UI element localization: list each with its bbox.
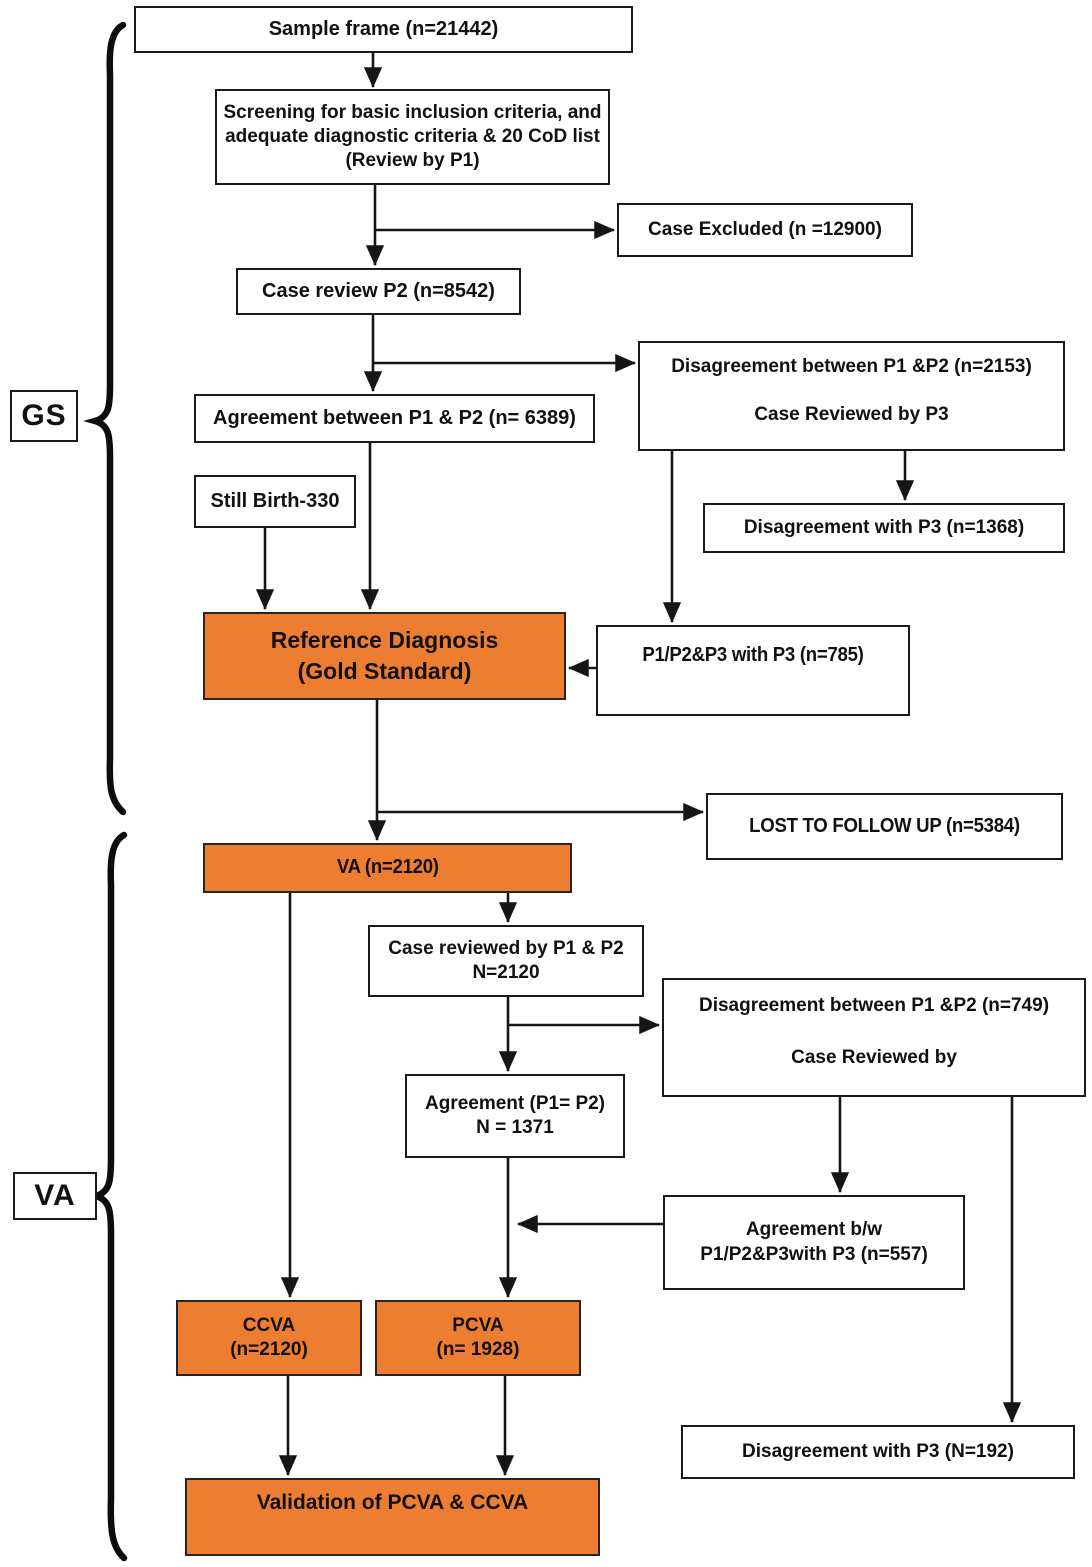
- node-line: N = 1371: [476, 1117, 554, 1138]
- node-reference-diagnosis: Reference Diagnosis (Gold Standard): [203, 612, 566, 700]
- node-line: Agreement b/w: [745, 1219, 883, 1241]
- node-line: Case Reviewed by: [791, 1047, 957, 1069]
- node-still-birth: Still Birth-330: [194, 475, 356, 528]
- node-disagreement-p1-p2-va: Disagreement between P1 &P2 (n=749) Case…: [662, 978, 1086, 1097]
- node-line: P1/P2&P3with P3 (n=557): [700, 1243, 928, 1265]
- node-agreement-p1-p2-gs: Agreement between P1 & P2 (n= 6389): [194, 394, 595, 443]
- node-line: PCVA: [452, 1314, 504, 1336]
- node-validation: Validation of PCVA & CCVA: [185, 1478, 600, 1556]
- gs-section-label: GS: [10, 390, 78, 442]
- node-lost-to-follow-up: LOST TO FOLLOW UP (n=5384): [706, 793, 1063, 860]
- node-va: VA (n=2120): [203, 843, 572, 893]
- node-case-review-p2: Case review P2 (n=8542): [236, 268, 521, 315]
- node-case-reviewed-va: Case reviewed by P1 & P2 N=2120: [368, 925, 644, 997]
- node-line: Case reviewed by P1 & P2: [388, 937, 624, 959]
- node-ccva: CCVA (n=2120): [176, 1300, 362, 1376]
- node-line: Disagreement between P1 &P2 (n=749): [698, 995, 1050, 1016]
- node-line: (n= 1928): [436, 1339, 520, 1360]
- node-pcva: PCVA (n= 1928): [375, 1300, 581, 1376]
- node-line: Reference Diagnosis: [270, 626, 499, 653]
- va-section-label: VA: [13, 1172, 97, 1220]
- node-agreement-1371: Agreement (P1= P2) N = 1371: [405, 1074, 625, 1158]
- node-screening: Screening for basic inclusion criteria, …: [215, 89, 610, 185]
- node-disagreement-p1-p2-gs: Disagreement between P1 &P2 (n=2153) Cas…: [638, 341, 1065, 451]
- node-disagreement-p3-va: Disagreement with P3 (N=192): [681, 1425, 1075, 1479]
- node-p1-p2-p3-785: P1/P2&P3 with P3 (n=785): [596, 625, 910, 716]
- node-line: (Gold Standard): [297, 658, 472, 684]
- node-line: LOST TO FOLLOW UP (n=5384): [749, 814, 1020, 837]
- node-case-excluded: Case Excluded (n =12900): [617, 203, 913, 257]
- node-line: VA (n=2120): [336, 856, 439, 879]
- node-line: Disagreement between P1 &P2 (n=2153): [671, 356, 1032, 377]
- gs-section-brace: [83, 21, 127, 816]
- node-line: Agreement (P1= P2): [424, 1092, 606, 1114]
- node-disagreement-p3-gs: Disagreement with P3 (n=1368): [703, 503, 1065, 553]
- node-line: Case Reviewed by P3: [754, 404, 949, 426]
- node-agreement-557: Agreement b/w P1/P2&P3with P3 (n=557): [663, 1195, 965, 1290]
- node-line: P1/P2&P3 with P3 (n=785): [642, 644, 864, 666]
- node-sample-frame: Sample frame (n=21442): [134, 6, 633, 53]
- node-line: CCVA: [242, 1314, 296, 1336]
- node-line: (n=2120): [230, 1339, 308, 1360]
- node-line: N=2120: [472, 962, 540, 983]
- va-section-brace: [84, 831, 128, 1562]
